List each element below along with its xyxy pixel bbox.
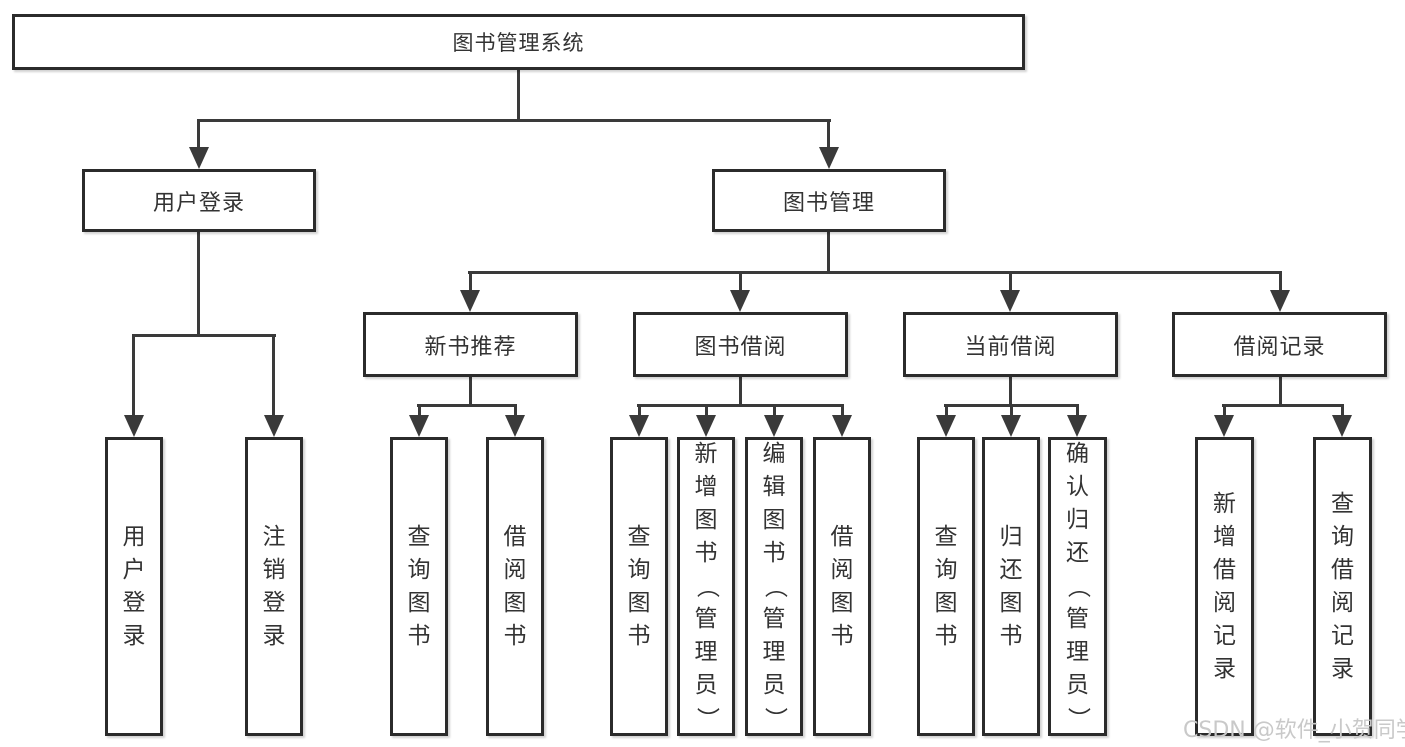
connector-line	[517, 70, 520, 120]
leaf-query-borrow-record: 查询借阅记录	[1313, 437, 1372, 736]
arrowhead-down-icon	[1001, 415, 1021, 437]
node-label: 图书管理系统	[452, 31, 585, 55]
arrowhead-down-icon	[832, 415, 852, 437]
connector-line	[1009, 271, 1012, 291]
csdn-watermark: CSDN @软件_小贺同学	[1183, 718, 1405, 743]
leaf-query-books-current: 查询图书	[917, 437, 975, 736]
connector-line	[132, 334, 135, 416]
node-label: 当前借阅	[964, 334, 1057, 360]
node-current-borrowing: 当前借阅	[903, 312, 1118, 377]
connector-line	[841, 404, 844, 416]
connector-line	[1223, 404, 1226, 416]
node-user-login: 用户登录	[82, 169, 316, 232]
connector-line	[132, 334, 276, 337]
arrowhead-down-icon	[124, 415, 144, 437]
connector-line	[1341, 404, 1344, 416]
node-label: 用户登录	[152, 190, 245, 216]
connector-line	[514, 404, 517, 416]
arrowhead-down-icon	[409, 415, 429, 437]
arrowhead-down-icon	[264, 415, 284, 437]
connector-line	[197, 119, 200, 149]
arrowhead-down-icon	[696, 415, 716, 437]
connector-line	[827, 119, 830, 149]
connector-line	[469, 376, 472, 407]
node-label: 图书借阅	[694, 334, 787, 360]
connector-line	[1279, 376, 1282, 407]
connector-line	[1279, 271, 1282, 291]
connector-line	[1222, 404, 1343, 407]
arrowhead-down-icon	[505, 415, 525, 437]
node-library-management-system: 图书管理系统	[12, 14, 1025, 70]
node-new-book-recommend: 新书推荐	[363, 312, 578, 377]
arrowhead-down-icon	[460, 290, 480, 312]
connector-line	[1076, 404, 1079, 416]
arrowhead-down-icon	[189, 147, 209, 169]
arrowhead-down-icon	[1067, 415, 1087, 437]
connector-line	[469, 271, 472, 291]
connector-line	[197, 119, 831, 122]
connector-line	[1010, 404, 1013, 416]
leaf-query-books-borrowing: 查询图书	[610, 437, 668, 736]
connector-line	[773, 404, 776, 416]
connector-line	[739, 271, 742, 291]
leaf-query-books-recommend: 查询图书	[390, 437, 448, 736]
leaf-add-books-admin: 新增图书（管理员）	[677, 437, 735, 736]
node-label: 图书管理	[782, 190, 875, 216]
leaf-user-login: 用户登录	[105, 437, 163, 736]
leaf-return-books: 归还图书	[982, 437, 1040, 736]
leaf-edit-books-admin: 编辑图书（管理员）	[745, 437, 803, 736]
connector-line	[468, 271, 1282, 274]
arrowhead-down-icon	[1214, 415, 1234, 437]
connector-line	[827, 232, 830, 274]
node-book-borrowing: 图书借阅	[633, 312, 848, 377]
connector-line	[638, 404, 641, 416]
leaf-logout: 注销登录	[245, 437, 303, 736]
arrowhead-down-icon	[1000, 290, 1020, 312]
arrowhead-down-icon	[936, 415, 956, 437]
node-borrowing-records: 借阅记录	[1172, 312, 1387, 377]
node-label: 新书推荐	[424, 334, 517, 360]
connector-line	[272, 334, 275, 416]
connector-line	[417, 404, 517, 407]
leaf-borrow-books-borrowing: 借阅图书	[813, 437, 871, 736]
arrowhead-down-icon	[730, 290, 750, 312]
arrowhead-down-icon	[764, 415, 784, 437]
arrowhead-down-icon	[1332, 415, 1352, 437]
arrowhead-down-icon	[629, 415, 649, 437]
connector-line	[197, 232, 200, 336]
leaf-add-borrow-record: 新增借阅记录	[1195, 437, 1254, 736]
node-book-management: 图书管理	[712, 169, 946, 232]
connector-line	[705, 404, 708, 416]
arrowhead-down-icon	[819, 147, 839, 169]
connector-line	[418, 404, 421, 416]
arrowhead-down-icon	[1270, 290, 1290, 312]
connector-line	[1009, 376, 1012, 407]
leaf-confirm-return-admin: 确认归还（管理员）	[1048, 437, 1107, 736]
leaf-borrow-books-recommend: 借阅图书	[486, 437, 544, 736]
node-label: 借阅记录	[1233, 334, 1326, 360]
connector-line	[945, 404, 948, 416]
connector-line	[739, 376, 742, 407]
connector-line	[637, 404, 844, 407]
